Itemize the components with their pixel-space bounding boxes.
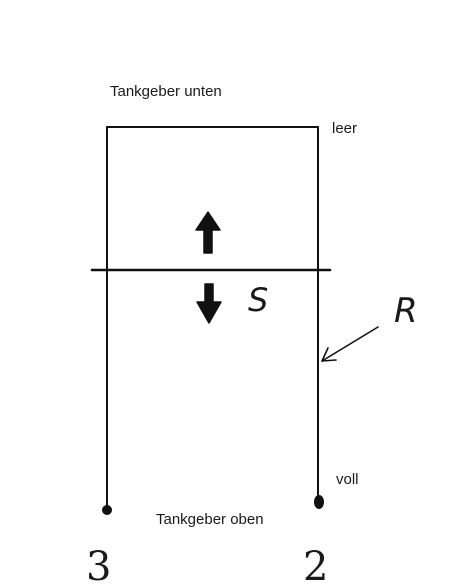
empty-label: leer	[332, 120, 357, 137]
terminal-label-left: 3	[86, 544, 111, 588]
terminal-dot-right	[314, 495, 324, 509]
resistor-label: R	[394, 291, 418, 331]
bottom-label: Tankgeber oben	[156, 511, 264, 528]
float-label: S	[248, 281, 268, 319]
sender-frame	[90, 126, 332, 511]
terminal-label-right: 2	[303, 544, 328, 588]
full-label: voll	[336, 471, 359, 488]
arrow-down-icon	[196, 283, 222, 324]
terminal-dot-left	[102, 505, 112, 515]
resistor-pointer-arrow	[321, 326, 379, 362]
arrow-up-icon	[195, 211, 221, 254]
top-label: Tankgeber unten	[110, 83, 222, 100]
